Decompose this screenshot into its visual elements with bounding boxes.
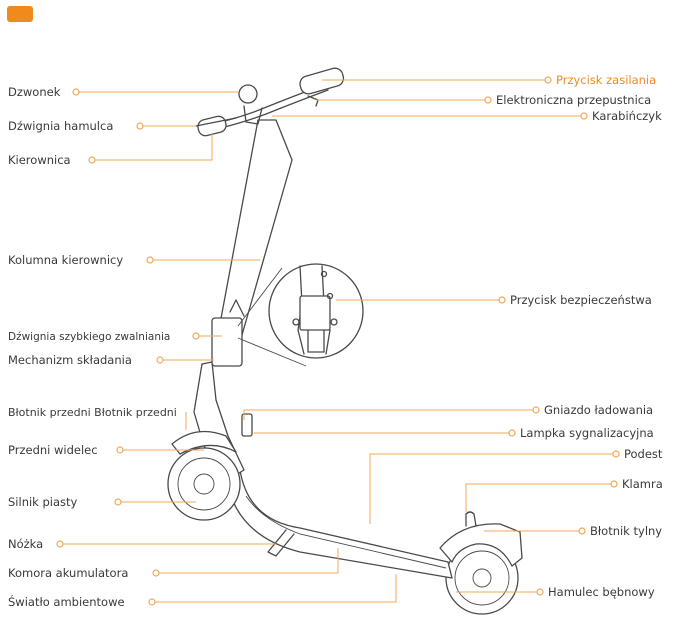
folding-mechanism-shape — [212, 318, 242, 366]
label-drum-brake: Hamulec bębnowy — [548, 585, 655, 599]
label-indicator-light: Lampka sygnalizacyjna — [520, 426, 654, 440]
label-rear-fender: Błotnik tylny — [590, 524, 662, 538]
right-labels: Przycisk zasilania Elektroniczna przepus… — [496, 73, 663, 599]
orange-tab — [7, 6, 33, 22]
label-buckle: Klamra — [622, 477, 663, 491]
scooter-illustration — [168, 66, 522, 614]
label-charging-port: Gniazdo ładowania — [544, 403, 653, 417]
front-wheel — [168, 448, 240, 520]
label-bell: Dzwonek — [8, 85, 61, 99]
label-electronic-throttle: Elektroniczna przepustnica — [496, 93, 651, 107]
label-carabiner: Karabińczyk — [592, 109, 662, 123]
label-hub-motor: Silnik piasty — [8, 495, 78, 509]
label-battery-compartment: Komora akumulatora — [8, 566, 128, 580]
label-folding-mechanism: Mechanizm składania — [8, 353, 132, 367]
label-front-fender: Błotnik przedni Błotnik przedni — [8, 406, 177, 419]
label-front-fork: Przedni widelec — [8, 443, 98, 457]
label-safety-button: Przycisk bezpieczeństwa — [510, 293, 652, 307]
buckle-shape — [466, 512, 476, 526]
label-deck: Podest — [624, 447, 663, 461]
label-quick-release-lever: Dźwignia szybkiego zwalniania — [8, 331, 170, 343]
label-handlebar: Kierownica — [8, 153, 71, 167]
left-labels: Dzwonek Dźwignia hamulca Kierownica Kolu… — [8, 85, 177, 609]
label-ambient-light: Światło ambientowe — [8, 594, 125, 609]
label-kickstand: Nóżka — [8, 537, 43, 551]
label-brake-lever: Dźwignia hamulca — [8, 119, 113, 133]
label-steering-column: Kolumna kierownicy — [8, 253, 123, 267]
label-power-button: Przycisk zasilania — [556, 73, 656, 87]
